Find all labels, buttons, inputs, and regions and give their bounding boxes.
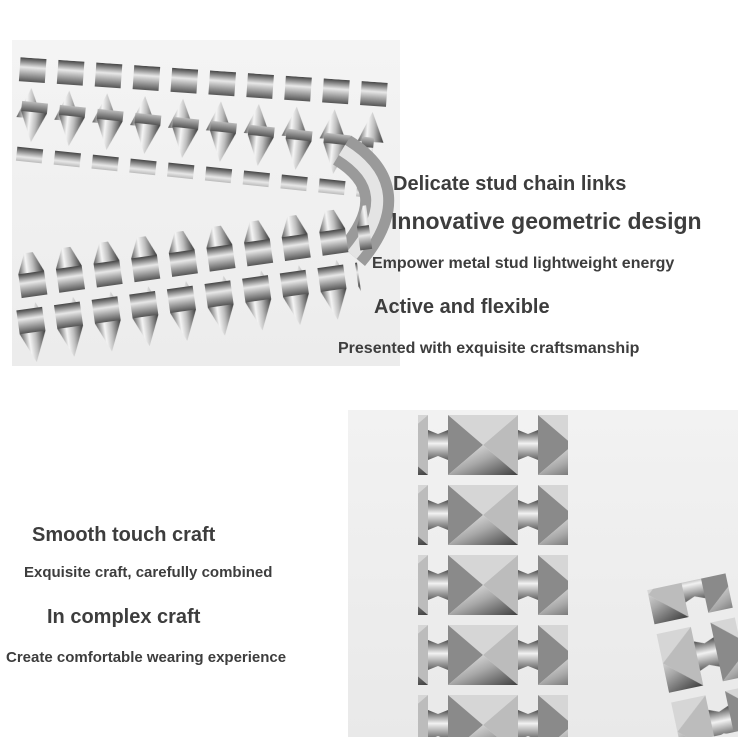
feature-heading-geometric-design: Innovative geometric design (391, 208, 702, 234)
feature-text-lightweight-energy: Empower metal stud lightweight energy (372, 255, 675, 272)
feature-heading-active-flexible: Active and flexible (374, 296, 550, 318)
product-photo-top (12, 40, 400, 366)
product-photo-bottom (348, 410, 738, 737)
feature-text-craftsmanship: Presented with exquisite craftsmanship (338, 340, 640, 357)
stud-chain-bracelet-image (12, 56, 394, 365)
feature-text-carefully-combined: Exquisite craft, carefully combined (24, 564, 273, 581)
stud-chain-closeup-image (418, 410, 738, 737)
feature-heading-smooth-touch: Smooth touch craft (32, 524, 216, 546)
feature-heading-complex-craft: In complex craft (47, 606, 201, 628)
feature-heading-stud-chain: Delicate stud chain links (393, 173, 627, 195)
feature-text-comfortable-wearing: Create comfortable wearing experience (6, 649, 287, 666)
